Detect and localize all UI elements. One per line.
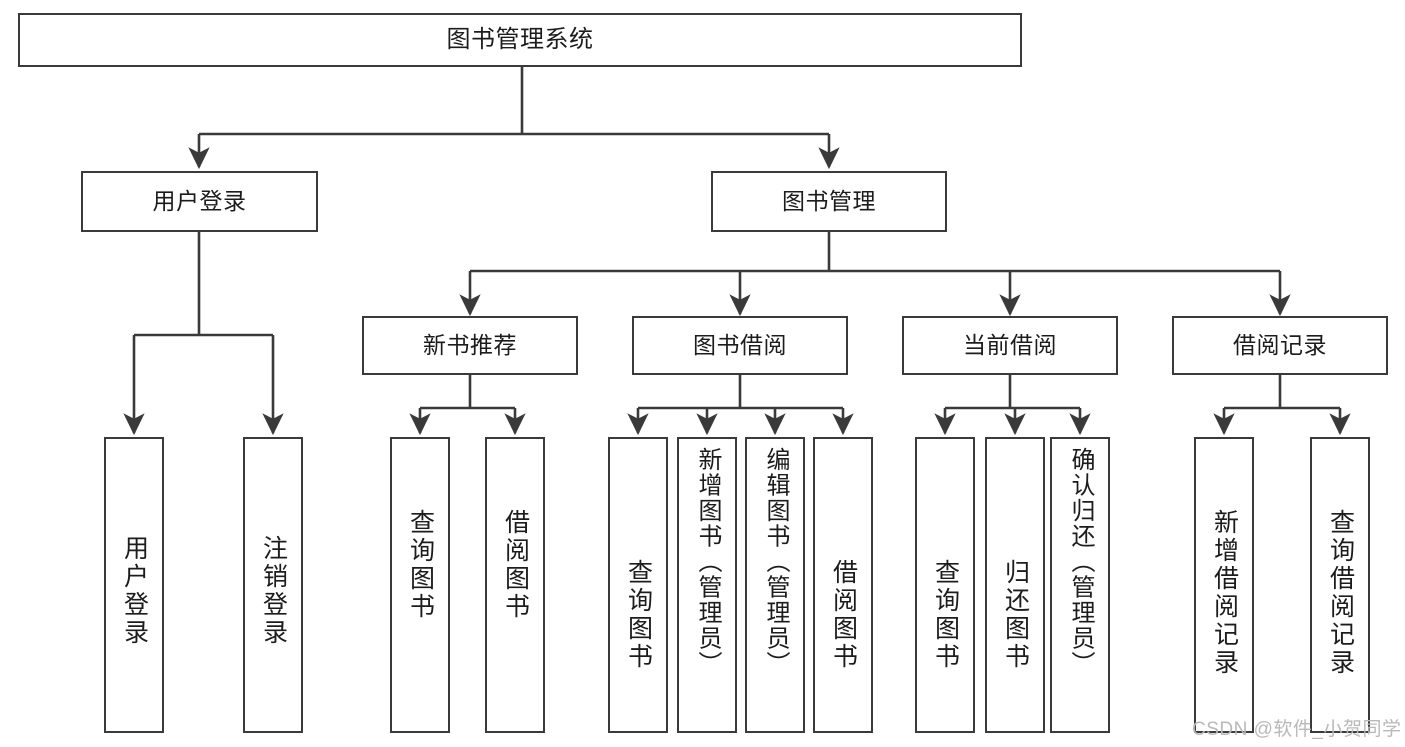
node-book-management[interactable]: 图书管理 — [711, 171, 947, 232]
leaf-user-login-login[interactable]: 用户登录 — [104, 437, 164, 733]
csdn-watermark: CSDN @软件_小贺同学 — [1192, 719, 1402, 740]
leaf-book-borrow-edit-book-admin[interactable]: 编辑图书（管理员） — [745, 437, 805, 733]
node-label: 新增图书（管理员） — [694, 447, 721, 677]
node-label: 查询图书 — [931, 559, 960, 671]
node-current-borrow[interactable]: 当前借阅 — [902, 316, 1118, 375]
node-label: 图书管理系统 — [446, 25, 594, 53]
node-label: 注销登录 — [259, 535, 288, 647]
leaf-current-borrow-return-book[interactable]: 归还图书 — [985, 437, 1045, 733]
leaf-user-login-logout[interactable]: 注销登录 — [243, 437, 303, 733]
node-label: 用户登录 — [152, 187, 247, 214]
node-label: 借阅记录 — [1233, 331, 1327, 358]
node-label: 确认归还（管理员） — [1067, 447, 1094, 677]
node-root-book-management-system[interactable]: 图书管理系统 — [18, 13, 1022, 67]
node-borrow-record[interactable]: 借阅记录 — [1172, 316, 1388, 375]
node-label: 查询借阅记录 — [1326, 509, 1355, 677]
leaf-book-borrow-borrow-book[interactable]: 借阅图书 — [813, 437, 873, 733]
leaf-new-book-query-book[interactable]: 查询图书 — [390, 437, 450, 733]
node-book-borrow[interactable]: 图书借阅 — [632, 316, 848, 375]
node-label: 查询图书 — [406, 509, 435, 621]
leaf-book-borrow-query-book[interactable]: 查询图书 — [608, 437, 668, 733]
leaf-borrow-record-query-record[interactable]: 查询借阅记录 — [1310, 437, 1370, 733]
leaf-new-book-borrow-book[interactable]: 借阅图书 — [485, 437, 545, 733]
node-new-book-recommend[interactable]: 新书推荐 — [362, 316, 578, 375]
node-label: 图书管理 — [782, 187, 876, 214]
node-label: 当前借阅 — [963, 331, 1057, 358]
node-label: 借阅图书 — [829, 559, 858, 671]
node-label: 图书借阅 — [693, 331, 787, 358]
node-label: 归还图书 — [1001, 559, 1030, 671]
node-label: 查询图书 — [624, 559, 653, 671]
node-label: 新书推荐 — [423, 331, 517, 358]
node-label: 借阅图书 — [501, 509, 530, 621]
node-label: 新增借阅记录 — [1210, 509, 1239, 677]
node-label: 用户登录 — [120, 535, 149, 647]
leaf-borrow-record-add-record[interactable]: 新增借阅记录 — [1194, 437, 1254, 733]
node-user-login[interactable]: 用户登录 — [81, 171, 318, 232]
leaf-current-borrow-query-book[interactable]: 查询图书 — [915, 437, 975, 733]
leaf-book-borrow-add-book-admin[interactable]: 新增图书（管理员） — [677, 437, 737, 733]
node-label: 编辑图书（管理员） — [762, 447, 789, 677]
leaf-current-borrow-confirm-return-admin[interactable]: 确认归还（管理员） — [1050, 437, 1110, 733]
